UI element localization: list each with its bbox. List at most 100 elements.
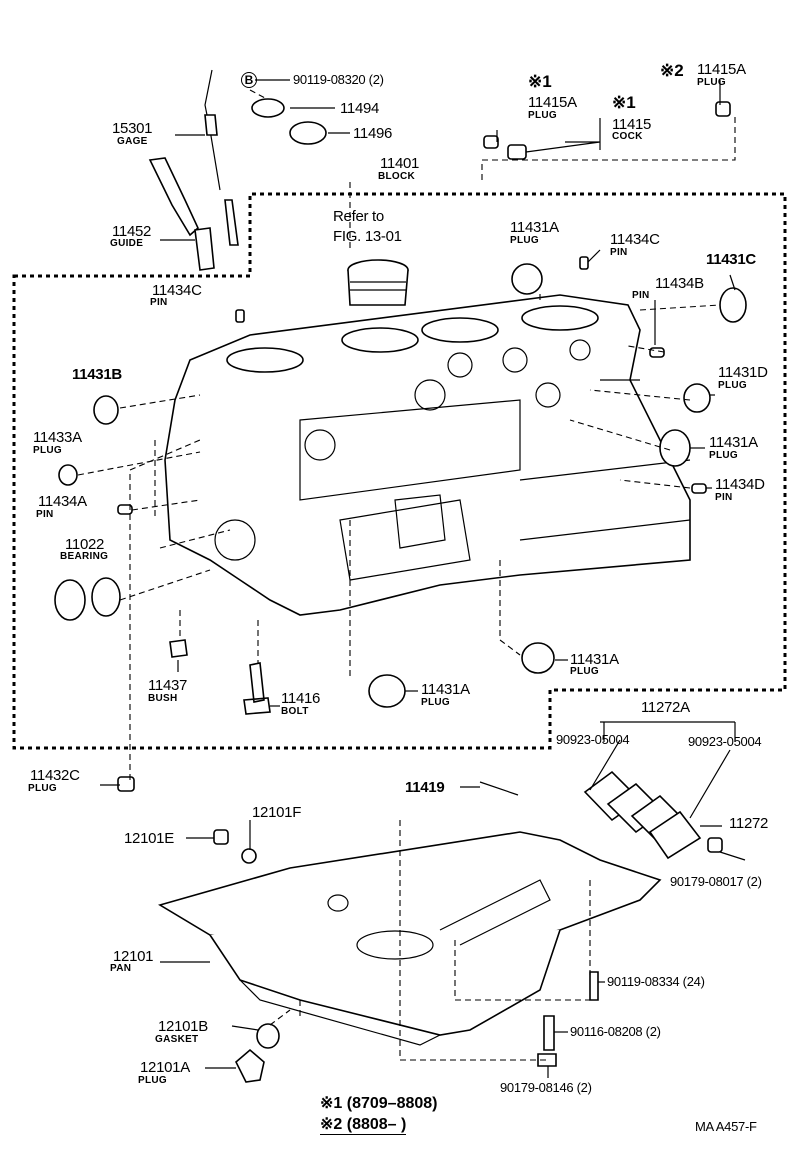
bolt-11416-drawing: [243, 662, 271, 715]
label-11416: 11416: [281, 690, 321, 707]
label-pin-d: PIN: [715, 492, 733, 503]
label-plug-1: PLUG: [528, 110, 557, 121]
label-11434c-left: 11434C: [152, 282, 202, 299]
cock-11415-drawing: [507, 144, 527, 160]
leader-lines: [100, 79, 746, 1078]
bush-11437-drawing: [169, 639, 188, 658]
plug-11431a-top-drawing: [511, 263, 543, 295]
leader-line: [481, 115, 736, 180]
label-11494: 11494: [340, 100, 380, 117]
label-11431a-low: 11431A: [421, 681, 470, 698]
label-11431b: 11431B: [72, 366, 122, 383]
label-11431a-top: 11431A: [510, 219, 559, 236]
label-90923-05004-a: 90923-05004: [556, 732, 630, 747]
engine-block-drawing: [164, 294, 691, 616]
label-plug-low: PLUG: [421, 697, 450, 708]
label-pin-a: PIN: [36, 509, 54, 520]
label-11272: 11272: [729, 815, 769, 832]
label-12101a: 12101A: [140, 1059, 190, 1076]
label-15301: 15301: [112, 120, 153, 137]
alignment-lines: [77, 294, 721, 1061]
plug-11431d-drawing: [683, 383, 711, 413]
label-90179-08146: 90179-08146 (2): [500, 1080, 592, 1095]
mark-2: ※2: [660, 61, 684, 80]
label-11022: 11022: [65, 536, 105, 553]
label-pin-top: PIN: [610, 247, 628, 258]
piston-drawing: [347, 259, 409, 306]
bearing-11022-a: [54, 579, 86, 621]
label-11401: 11401: [380, 155, 420, 172]
mark-1-b: ※1: [612, 93, 636, 112]
label-11431a-right: 11431A: [709, 434, 758, 451]
label-11431d: 11431D: [718, 364, 768, 381]
label-11452: 11452: [112, 223, 152, 240]
label-bush: BUSH: [148, 693, 178, 704]
bolt-90119-08334-drawing: [589, 971, 599, 1001]
label-11431c: 11431C: [706, 251, 756, 268]
plug-11431c-drawing: [719, 287, 747, 323]
label-11415: 11415: [612, 116, 652, 133]
gasket-11496: [289, 121, 327, 145]
label-plug-pan: PLUG: [138, 1075, 167, 1086]
gasket-12101f-drawing: [241, 848, 257, 864]
dipstick-drawing: [148, 69, 239, 271]
label-90119-08334: 90119-08334 (24): [607, 974, 705, 989]
label-plug-32: PLUG: [28, 783, 57, 794]
label-12101e: 12101E: [124, 830, 174, 847]
gasket-set-drawing: [583, 770, 702, 860]
label-guide: GUIDE: [110, 238, 144, 249]
label-gage: GAGE: [117, 136, 148, 147]
label-bearing: BEARING: [60, 551, 109, 562]
plug-11431a-mid-drawing: [521, 642, 555, 674]
plug-11431b-drawing: [93, 395, 119, 425]
label-11433a: 11433A: [33, 429, 82, 446]
plug-12101a-drawing: [235, 1048, 265, 1083]
label-pan: PAN: [110, 963, 132, 974]
label-pin-left: PIN: [150, 297, 168, 308]
label-90179-08017: 90179-08017 (2): [670, 874, 762, 889]
label-12101b: 12101B: [158, 1018, 208, 1035]
plug-11415a-2-drawing: [715, 101, 731, 117]
legend-mark-1: ※1 (8709–8808): [320, 1095, 438, 1112]
legend-mark-2: ※2 (8808– ): [320, 1116, 407, 1135]
label-plug-33: PLUG: [33, 445, 62, 456]
nut-90179-08146-drawing: [537, 1053, 557, 1067]
plate-11494: [251, 98, 285, 118]
label-90116-08208: 90116-08208 (2): [570, 1024, 661, 1039]
label-11437: 11437: [148, 677, 188, 694]
pin-11434b-drawing: [649, 347, 665, 358]
label-plug-top: PLUG: [510, 235, 539, 246]
label-refer-to: Refer to: [333, 208, 384, 225]
label-11431a-mid: 11431A: [570, 651, 619, 668]
pin-11434c-drawing: [579, 256, 589, 270]
label-fig-13-01: FIG. 13-01: [333, 228, 402, 245]
label-plug-2: PLUG: [697, 77, 726, 88]
label-90923-05004-b: 90923-05004: [688, 734, 762, 749]
label-12101f: 12101F: [252, 804, 302, 821]
label-11272a: 11272A: [641, 699, 690, 716]
label-11434c-top: 11434C: [610, 231, 660, 248]
stud-11419-drawing: [479, 781, 519, 796]
label-11434b: 11434B: [655, 275, 704, 292]
plug-12101e-drawing: [213, 829, 229, 845]
label-11415a-2: 11415A: [697, 61, 746, 78]
label-cock: COCK: [612, 131, 643, 142]
pin-11434d-drawing: [691, 483, 707, 494]
pin-11434c-left-drawing: [235, 309, 245, 323]
label-11432c: 11432C: [30, 767, 80, 784]
bolt-90179-08017-drawing: [707, 837, 723, 853]
label-11496: 11496: [353, 125, 393, 142]
b-mark-icon: B: [241, 72, 257, 88]
label-block: BLOCK: [378, 171, 416, 182]
plug-11415a-drawing: [483, 135, 499, 149]
label-plug-right: PLUG: [709, 450, 738, 461]
label-11434d: 11434D: [715, 476, 765, 493]
oil-pan-drawing: [158, 831, 662, 1046]
label-11434a: 11434A: [38, 493, 87, 510]
label-pin-b: PIN: [632, 290, 650, 301]
stud-90116-08208-drawing: [543, 1015, 555, 1051]
label-11419: 11419: [405, 779, 445, 796]
plug-11433a-drawing: [58, 464, 78, 486]
